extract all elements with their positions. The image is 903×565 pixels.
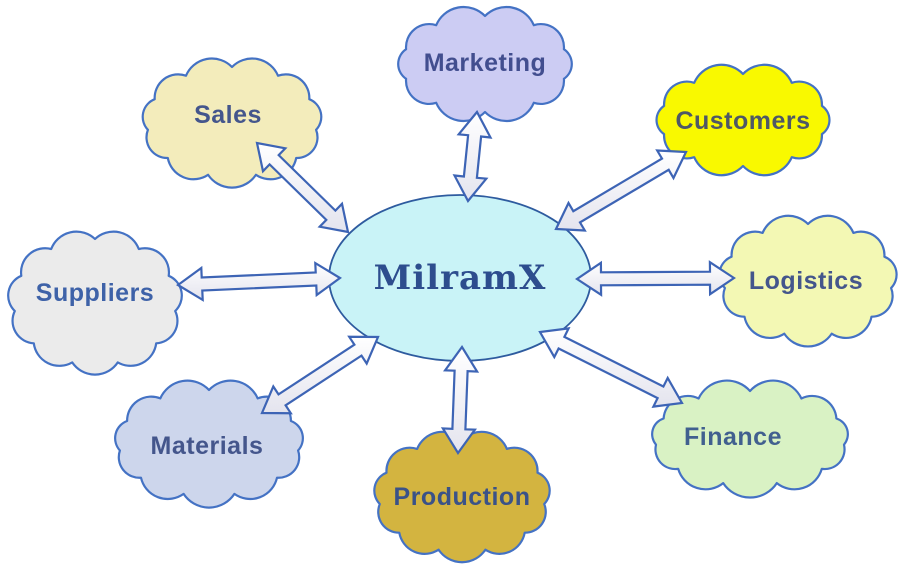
double-arrow-suppliers — [176, 261, 342, 302]
cloud-suppliers: Suppliers — [7, 230, 183, 376]
cloud-sales-label: Sales — [194, 101, 262, 129]
double-arrow-finance — [538, 327, 684, 408]
double-arrow-production — [440, 345, 480, 455]
cloud-suppliers-shape — [7, 230, 183, 376]
double-arrow-sales — [255, 141, 350, 234]
cloud-logistics: Logistics — [718, 214, 898, 348]
cloud-logistics-shape — [718, 214, 898, 348]
cloud-finance: Finance — [651, 379, 849, 499]
double-arrow-marketing — [452, 110, 493, 203]
cloud-sales: Sales — [141, 57, 323, 189]
cloud-finance-label: Finance — [684, 423, 782, 451]
cloud-materials: Materials — [114, 379, 304, 509]
central-label: MilramX — [374, 258, 547, 298]
double-arrow-materials — [260, 335, 380, 415]
cloud-marketing-label: Marketing — [424, 49, 547, 77]
cloud-finance-shape — [651, 379, 849, 499]
cloud-marketing-shape — [397, 5, 573, 123]
cloud-production: Production — [373, 430, 551, 564]
double-arrow-logistics — [575, 260, 736, 297]
cloud-production-label: Production — [394, 483, 531, 511]
cloud-customers-shape — [655, 63, 831, 177]
double-arrow-customers — [554, 149, 688, 232]
cloud-customers: Customers — [655, 63, 831, 177]
cloud-production-shape — [373, 430, 551, 564]
cloud-customers-label: Customers — [675, 107, 810, 135]
cloud-marketing: Marketing — [397, 5, 573, 123]
cloud-suppliers-label: Suppliers — [36, 279, 154, 307]
cloud-materials-label: Materials — [151, 432, 264, 460]
cloud-logistics-label: Logistics — [749, 267, 863, 295]
